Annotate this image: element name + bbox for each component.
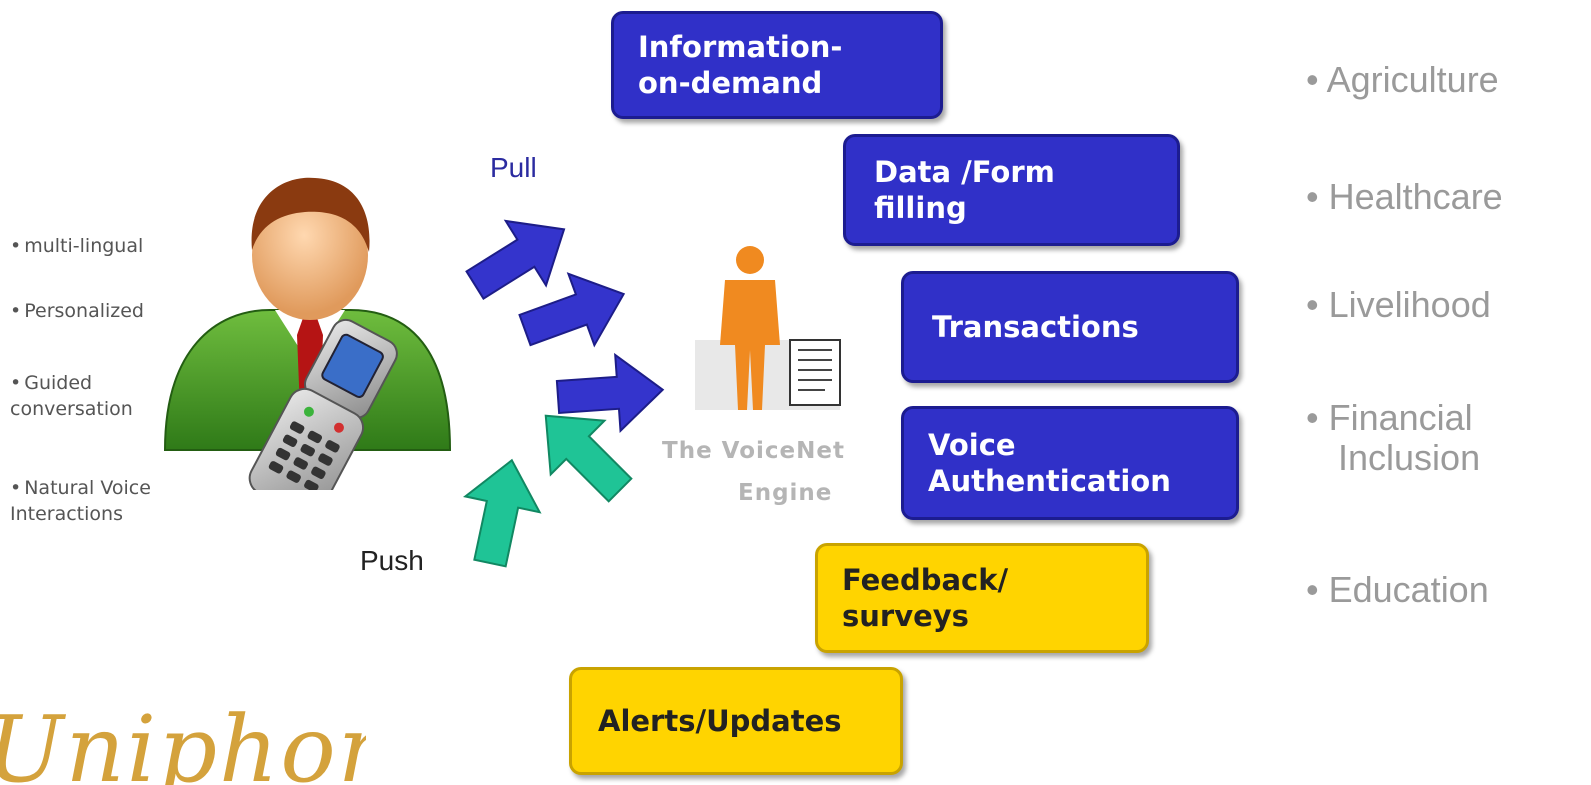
- user-with-phone-icon: [163, 177, 452, 490]
- engine-suffix: Engine: [738, 480, 833, 506]
- pull-label: Pull: [490, 152, 537, 183]
- uniphore-logo: Uniphore: [0, 700, 366, 785]
- service-feedback-surveys: Feedback/surveys: [815, 543, 1149, 653]
- flow-arrows: [451, 196, 667, 572]
- feature-guided-conversation: •Guided conversation: [10, 372, 133, 420]
- pull-arrow-2: [511, 257, 638, 367]
- sector-healthcare: • Healthcare: [1306, 176, 1503, 217]
- feature-personalized: •Personalized: [10, 300, 144, 322]
- engine-name: The VoiceNet: [662, 438, 845, 464]
- feature-natural-voice: •Natural Voice Interactions: [10, 477, 151, 525]
- sector-agriculture: • Agriculture: [1306, 59, 1499, 100]
- feature-multilingual: •multi-lingual: [10, 235, 144, 257]
- push-label: Push: [360, 545, 424, 576]
- engine-figure-icon: [695, 246, 841, 410]
- service-information-on-demand: Information-on-demand: [611, 11, 943, 119]
- push-arrow-1: [451, 451, 551, 572]
- sector-education: • Education: [1306, 569, 1489, 610]
- service-transactions: Transactions: [901, 271, 1239, 383]
- sector-financial-inclusion: • Financial Inclusion: [1306, 397, 1481, 478]
- sector-livelihood: • Livelihood: [1306, 284, 1491, 325]
- service-alerts-updates: Alerts/Updates: [569, 667, 903, 775]
